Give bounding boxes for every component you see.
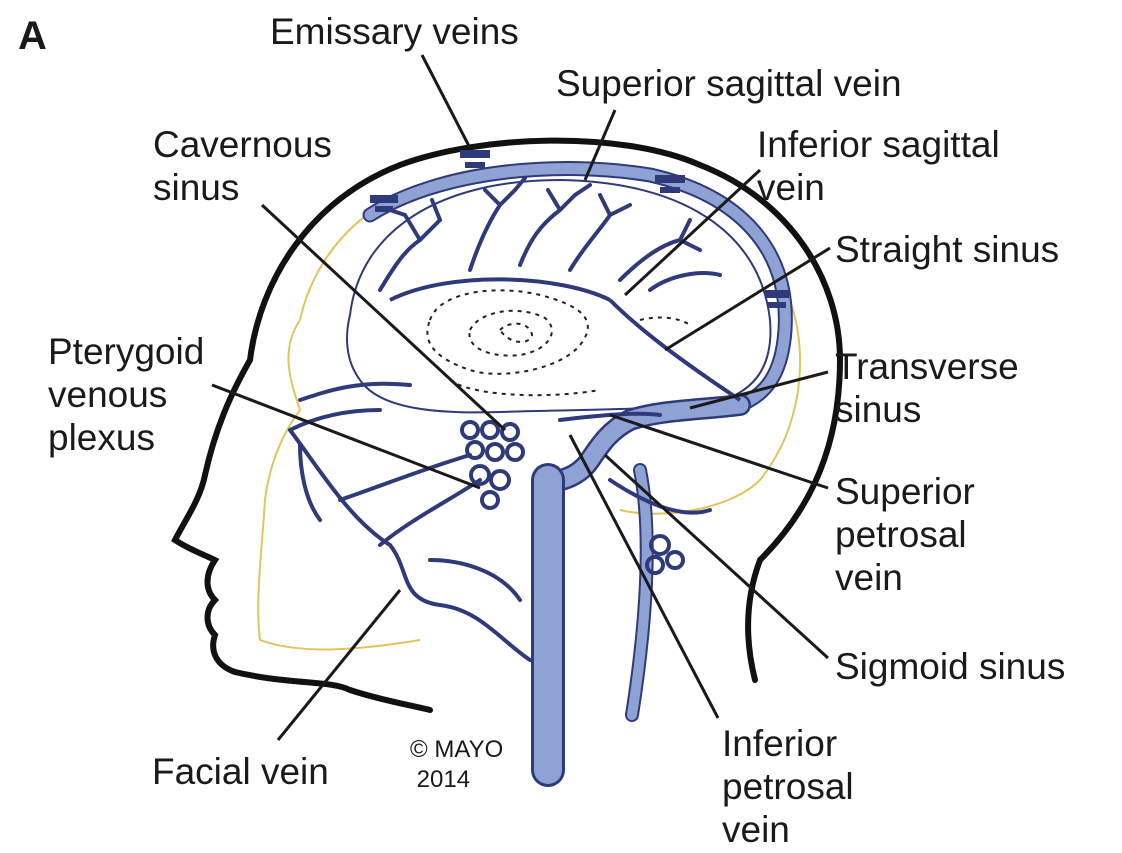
leader-straight-sinus <box>665 248 830 350</box>
leader-pterygoid-venous-plexus <box>212 385 480 488</box>
label-inferior-sagittal-vein: Inferior sagittal vein <box>757 123 1000 209</box>
face-profile <box>175 475 430 710</box>
label-facial-vein: Facial vein <box>152 750 329 793</box>
copyright-text: © MAYO 2014 <box>410 735 503 795</box>
label-pterygoid-venous-plexus: Pterygoid venous plexus <box>48 330 204 459</box>
leader-emissary-veins <box>422 55 470 148</box>
label-superior-petrosal-vein: Superior petrosal vein <box>835 470 975 599</box>
panel-letter: A <box>18 14 47 59</box>
label-transverse-sinus: Transverse sinus <box>835 345 1019 431</box>
label-sigmoid-sinus: Sigmoid sinus <box>835 645 1065 688</box>
leader-cavernous-sinus <box>262 205 505 430</box>
label-inferior-petrosal-vein: Inferior petrosal vein <box>722 722 854 851</box>
inferior-sagittal-vein-shape <box>390 279 610 300</box>
label-emissary-veins: Emissary veins <box>270 10 519 53</box>
label-cavernous-sinus: Cavernous sinus <box>153 123 332 209</box>
leader-facial-vein <box>278 590 400 740</box>
brain-gyri <box>427 290 690 395</box>
label-superior-sagittal-vein: Superior sagittal vein <box>556 62 902 105</box>
face-bone-outline <box>258 320 420 649</box>
label-straight-sinus: Straight sinus <box>835 228 1059 271</box>
